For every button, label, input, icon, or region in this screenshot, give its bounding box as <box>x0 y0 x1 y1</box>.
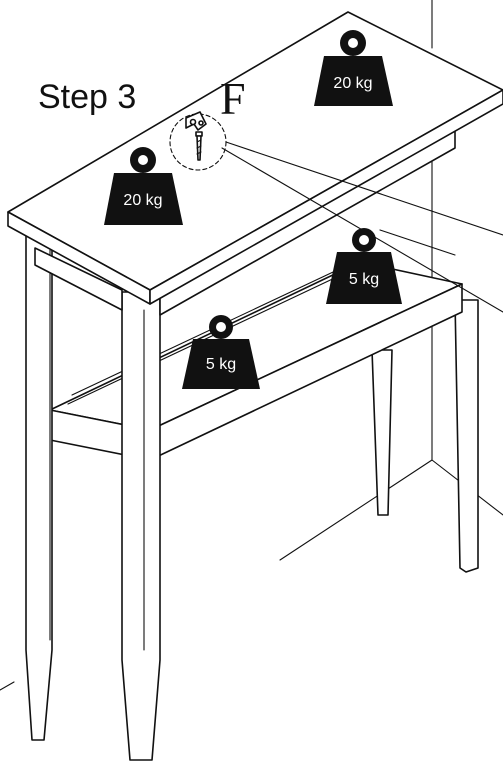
weight-label-top-front: 20 kg <box>123 192 162 209</box>
weight-label-shelf-back: 5 kg <box>349 271 379 288</box>
weight-shelf-back: 5 kg <box>326 228 402 304</box>
weight-label-top-back: 20 kg <box>333 75 372 92</box>
weight-label-shelf-front: 5 kg <box>206 356 236 373</box>
part-letter: F <box>220 73 246 124</box>
tabletop <box>8 12 503 315</box>
weight-icon <box>326 228 402 304</box>
front-legs <box>26 232 160 760</box>
step-label: Step 3 <box>38 78 136 116</box>
